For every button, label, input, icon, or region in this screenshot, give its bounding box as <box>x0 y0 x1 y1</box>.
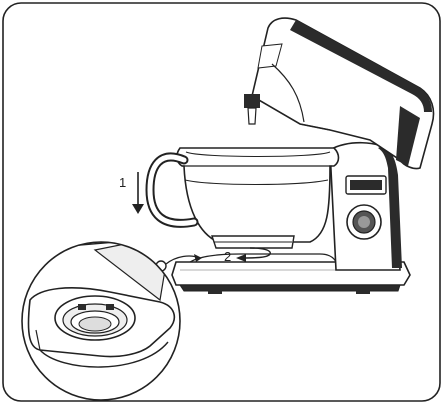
bowl-handle <box>145 152 199 228</box>
arrow-rotate-left-icon <box>236 247 271 262</box>
arrow-down-icon <box>132 172 144 214</box>
mixer-column <box>329 141 402 271</box>
speed-knob-icon <box>346 204 382 240</box>
step-1-label: 1 <box>119 175 127 190</box>
detail-inset <box>21 241 181 401</box>
mixing-bowl <box>145 147 340 249</box>
mixer-head <box>244 17 435 170</box>
step-2-label: 2 <box>224 249 232 264</box>
